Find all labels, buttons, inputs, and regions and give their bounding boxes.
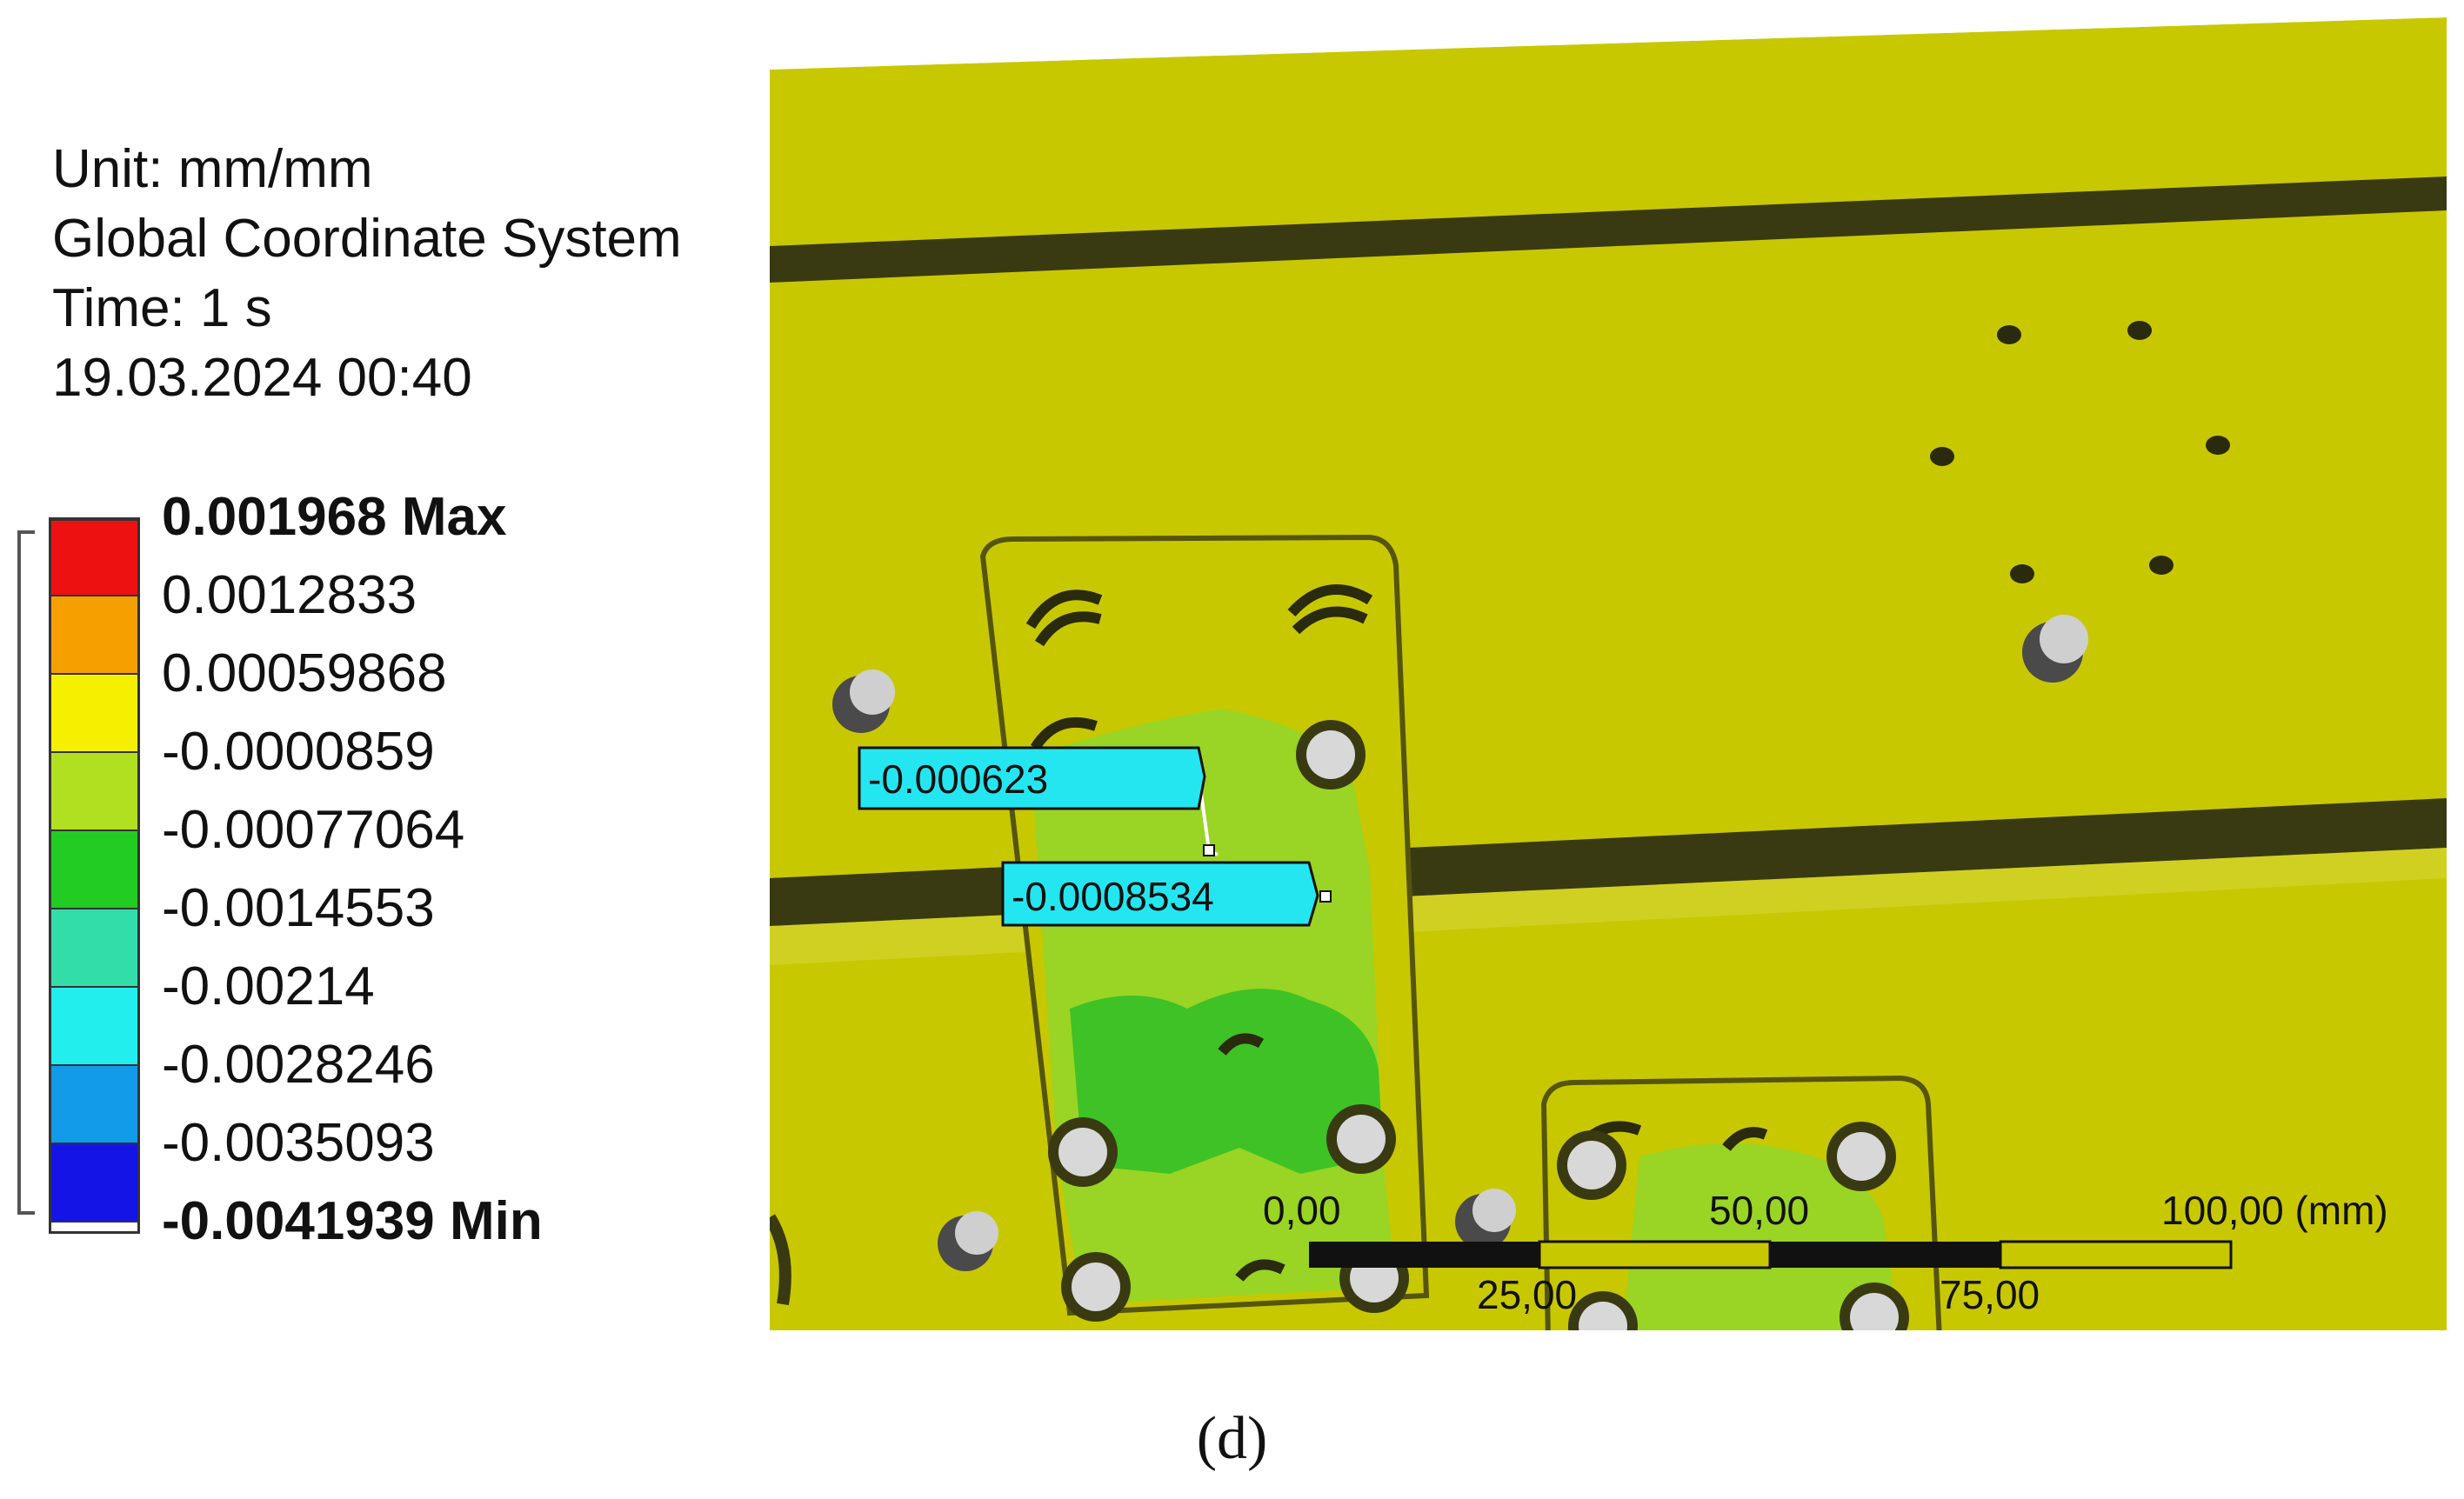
bolt-icon bbox=[1840, 1282, 1909, 1330]
legend-label: -0.0041939 Min bbox=[162, 1191, 543, 1251]
svg-text:-0.0008534: -0.0008534 bbox=[1012, 874, 1214, 919]
legend-swatch-end bbox=[49, 1222, 140, 1234]
bolt-icon bbox=[1061, 1252, 1131, 1322]
bolt-icon bbox=[2022, 615, 2088, 683]
legend-label: -0.0014553 bbox=[162, 878, 435, 938]
legend-swatch bbox=[49, 596, 140, 674]
bolts bbox=[770, 615, 2088, 1330]
legend-label: -0.00077064 bbox=[162, 800, 465, 860]
legend-swatch bbox=[49, 987, 140, 1065]
left-bracket-deep-zone bbox=[1070, 989, 1383, 1174]
result-info: Unit: mm/mm Global Coordinate System Tim… bbox=[52, 135, 682, 413]
legend-label: 0.0012833 bbox=[162, 565, 417, 625]
unit-label: Unit: mm/mm bbox=[52, 139, 373, 199]
legend-bracket bbox=[17, 530, 35, 1215]
probe-label-1[interactable]: -0.000623 bbox=[858, 746, 1206, 810]
upper-groove bbox=[770, 177, 2447, 283]
svg-text:-0.000623: -0.000623 bbox=[868, 756, 1048, 802]
probe-label-2[interactable]: -0.0008534 bbox=[1001, 861, 1319, 927]
legend-swatch bbox=[49, 674, 140, 752]
bolt-holes bbox=[1930, 321, 2230, 583]
scale-label-0: 0,00 bbox=[1263, 1188, 1341, 1233]
legend-label: -0.0035093 bbox=[162, 1113, 435, 1173]
scale-bar: 0,00 50,00 100,00 (mm) 25,00 75,00 bbox=[1263, 1188, 2388, 1317]
scale-label-50: 50,00 bbox=[1709, 1188, 1809, 1233]
legend-label: -0.00214 bbox=[162, 956, 375, 1016]
bolt-icon bbox=[832, 670, 895, 733]
bolt-icon bbox=[1826, 1122, 1896, 1191]
scale-label-100: 100,00 (mm) bbox=[2161, 1188, 2388, 1233]
bolt-icon bbox=[1326, 1104, 1396, 1174]
legend-swatch bbox=[49, 830, 140, 909]
legend-swatch bbox=[49, 752, 140, 830]
scale-label-75: 75,00 bbox=[1940, 1272, 2040, 1317]
legend-label: 0.001968 Max bbox=[162, 487, 507, 547]
bolt-icon bbox=[938, 1211, 998, 1271]
bracket-open-holes bbox=[1025, 584, 1768, 1282]
legend-swatch bbox=[49, 517, 140, 596]
probe-marker-2 bbox=[1319, 890, 1332, 903]
legend-swatch bbox=[49, 1143, 140, 1222]
legend-label: -0.0028246 bbox=[162, 1035, 435, 1095]
bolt-icon bbox=[1048, 1117, 1118, 1187]
legend-color-bar bbox=[49, 517, 140, 1234]
bolt-icon bbox=[1296, 720, 1366, 789]
timestamp-label: 19.03.2024 00:40 bbox=[52, 348, 472, 408]
time-label: Time: 1 s bbox=[52, 278, 272, 338]
bolt-icon bbox=[1557, 1130, 1626, 1200]
model-viewport[interactable]: -0.000623 -0.0008534 0,00 50,00 100,00 (… bbox=[770, 0, 2450, 1339]
legend-swatch bbox=[49, 909, 140, 987]
legend-label: 0.00059868 bbox=[162, 643, 447, 703]
coordinate-system-label: Global Coordinate System bbox=[52, 209, 682, 269]
legend-swatch bbox=[49, 1065, 140, 1143]
bolt-icon bbox=[1568, 1291, 1638, 1330]
bolt-icon bbox=[1455, 1189, 1516, 1249]
figure-caption: (d) bbox=[1196, 1405, 1268, 1472]
scale-label-25: 25,00 bbox=[1477, 1272, 1577, 1317]
legend-label: -0.0000859 bbox=[162, 722, 435, 782]
probe-marker-1 bbox=[1203, 844, 1215, 856]
